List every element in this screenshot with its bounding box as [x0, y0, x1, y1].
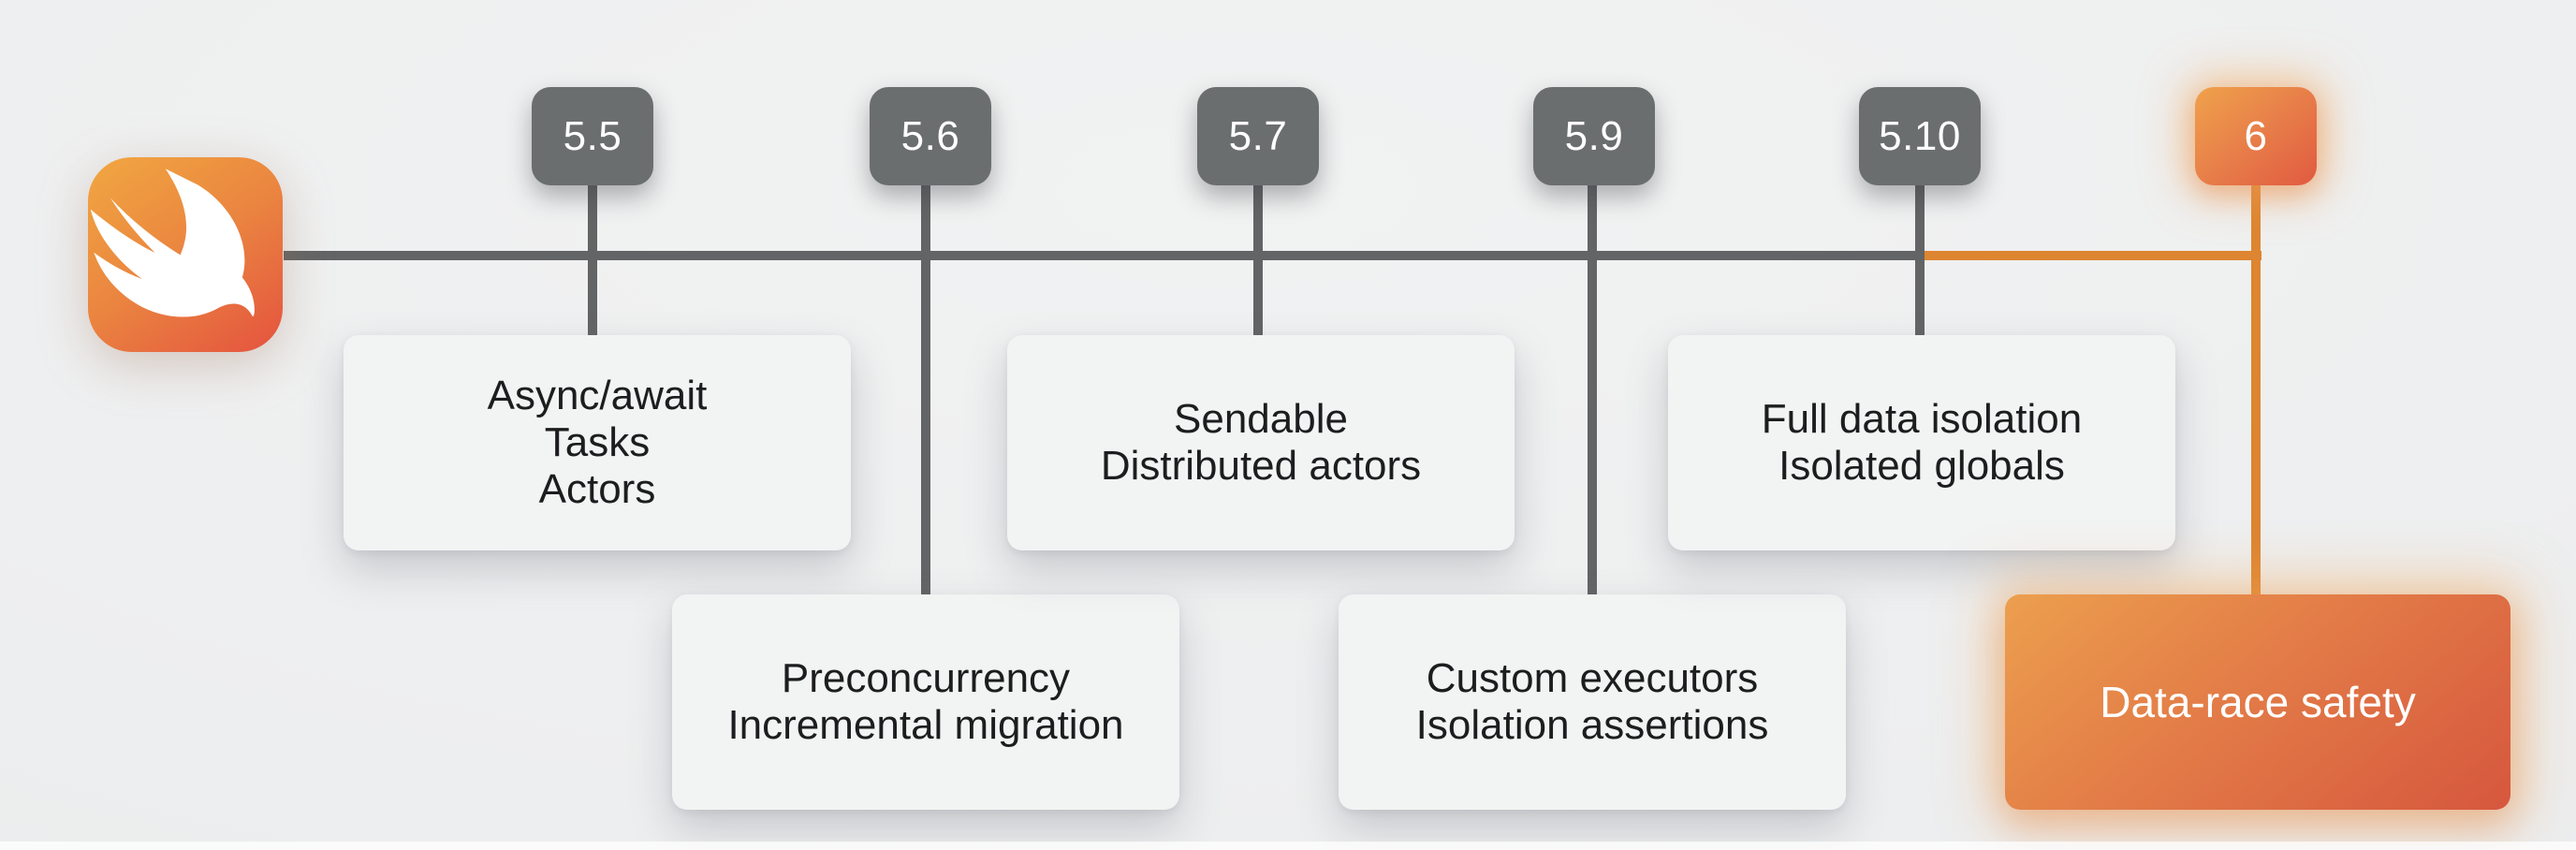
feature-line: Async/await: [487, 373, 708, 418]
connector-v5-10: [1915, 184, 1925, 337]
version-badge-5-9: 5.9: [1533, 87, 1655, 185]
version-badge-5-10: 5.10: [1859, 87, 1981, 185]
feature-line: Isolated globals: [1778, 443, 2065, 489]
feature-card-5-7: Sendable Distributed actors: [1007, 335, 1515, 550]
feature-line: Isolation assertions: [1415, 702, 1769, 748]
bottom-highlight-strip: [0, 842, 2576, 850]
feature-line: Incremental migration: [727, 702, 1124, 748]
feature-line: Data-race safety: [2100, 678, 2416, 726]
feature-line: Distributed actors: [1100, 443, 1422, 489]
feature-card-5-6: Preconcurrency Incremental migration: [672, 594, 1179, 810]
feature-card-5-9: Custom executors Isolation assertions: [1339, 594, 1846, 810]
connector-v5-9: [1588, 184, 1597, 596]
feature-line: Custom executors: [1426, 655, 1759, 701]
version-badge-5-6: 5.6: [870, 87, 991, 185]
connector-v5-6: [921, 184, 930, 596]
feature-line: Sendable: [1174, 396, 1348, 442]
connector-v5-7: [1253, 184, 1263, 337]
feature-line: Actors: [538, 466, 656, 512]
feature-line: Tasks: [544, 419, 651, 465]
feature-card-6-highlight: Data-race safety: [2005, 594, 2510, 810]
timeline-line-gray: [284, 251, 1925, 260]
feature-card-5-5: Async/await Tasks Actors: [344, 335, 851, 550]
version-badge-5-7: 5.7: [1197, 87, 1319, 185]
feature-line: Preconcurrency: [781, 655, 1071, 701]
feature-card-5-10: Full data isolation Isolated globals: [1668, 335, 2175, 550]
version-badge-5-5: 5.5: [532, 87, 653, 185]
connector-v5-5: [588, 184, 597, 337]
timeline-line-orange: [1925, 251, 2261, 260]
version-badge-6: 6: [2195, 87, 2317, 185]
feature-line: Full data isolation: [1761, 396, 2083, 442]
connector-v6: [2251, 184, 2261, 596]
swift-logo-icon: [87, 157, 284, 352]
